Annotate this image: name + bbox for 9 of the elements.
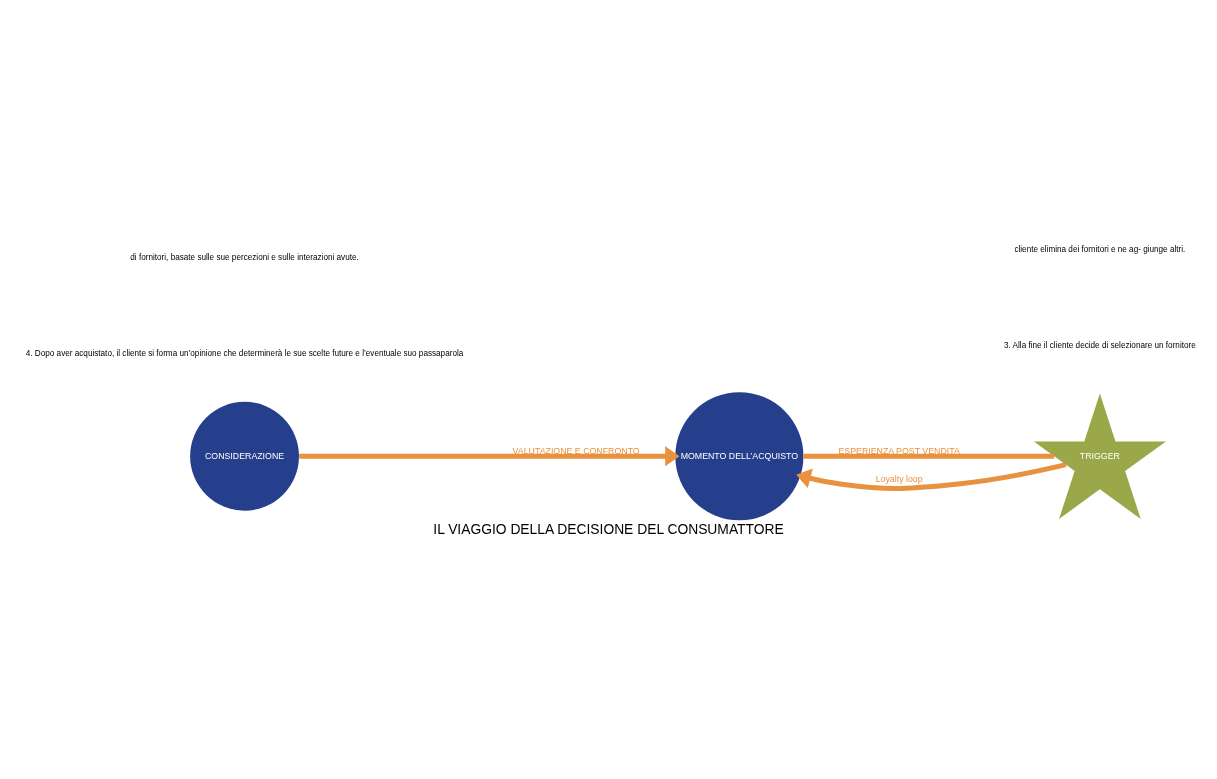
edge-label: Loyalty loop [875,473,923,484]
connector [803,453,1055,459]
arrow [796,462,1067,491]
edge-label: ESPERIENZA POST VENDITA [838,445,960,456]
arrow [299,446,680,467]
node-circle: MOMENTO DELL’ACQUISTO [675,392,804,521]
edge-label: VALUTAZIONE E CONFRONTO [512,445,640,456]
node-circle: CONSIDERAZIONE [190,401,299,511]
diagram-title: IL VIAGGIO DELLA DECISIONE DEL CONSUMATTORE [433,520,784,537]
